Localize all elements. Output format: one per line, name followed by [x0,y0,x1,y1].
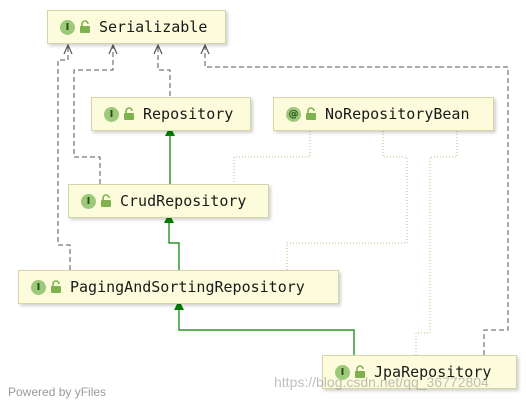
powered-by-footer: Powered by yFiles [8,385,107,399]
node-crudrepository[interactable]: I CrudRepository [68,184,269,218]
annotation-badge-icon: @ [286,106,301,122]
watermark: https://blog.csdn.net/qq_36772804 [274,374,489,390]
edge-crud-serializable [73,45,113,184]
lock-icon [355,365,365,378]
edge-annotation-paging [286,131,408,270]
node-label: PagingAndSortingRepository [70,278,305,296]
edge-repository-serializable [158,45,171,96]
node-serializable[interactable]: I Serializable [47,10,226,44]
edge-jpa-paging [174,300,355,355]
lock-icon [101,194,111,207]
implements-edges [57,45,509,355]
interface-badge-icon: I [31,279,46,295]
edge-annotation-jpa [415,131,458,355]
edge-jpa-serializable [205,45,509,355]
interface-badge-icon: I [81,193,96,209]
edge-annotation-crud [233,131,311,184]
node-norepositorybean[interactable]: @ NoRepositoryBean [273,97,494,131]
node-label: CrudRepository [120,192,247,210]
node-label: Repository [143,105,234,123]
node-label: Serializable [99,18,208,36]
lock-icon [306,107,316,120]
node-pagingandsortingrepository[interactable]: I PagingAndSortingRepository [18,270,339,304]
node-label: JpaRepository [374,363,492,381]
lock-icon [51,280,61,293]
interface-badge-icon: I [104,106,119,122]
lock-icon [80,20,90,33]
annotation-edges [233,131,458,355]
interface-badge-icon: I [335,364,350,380]
node-label: NoRepositoryBean [325,105,470,123]
node-jparepository[interactable]: I JpaRepository [322,355,517,389]
node-repository[interactable]: I Repository [91,97,251,131]
edge-paging-crud [164,213,180,270]
interface-badge-icon: I [60,19,75,35]
extends-edges [164,126,355,355]
edge-paging-serializable [57,45,70,270]
lock-icon [124,107,134,120]
